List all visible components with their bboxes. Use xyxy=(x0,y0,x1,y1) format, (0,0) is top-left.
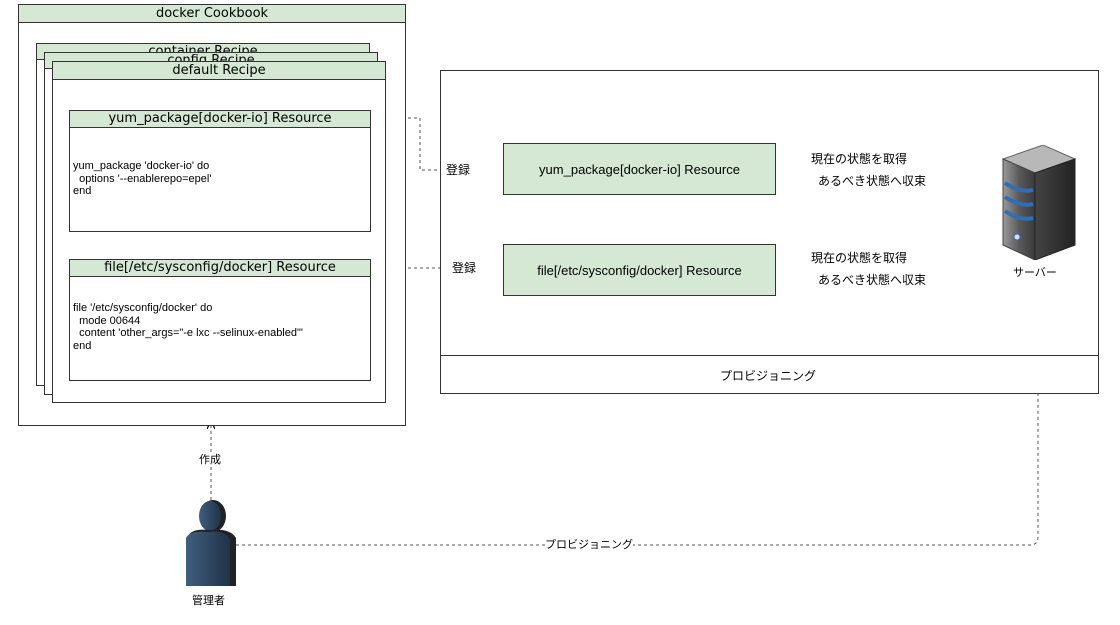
file-resource-node: file[/etc/sysconfig/docker] Resource xyxy=(503,244,776,296)
provisioning-divider xyxy=(440,355,1099,356)
create-label: 作成 xyxy=(199,453,221,467)
file-resource-box xyxy=(69,259,371,381)
yum-resource-box xyxy=(69,110,371,232)
provisioning-footer: プロビジョニング xyxy=(720,369,817,383)
file-resource-title: file[/etc/sysconfig/docker] Resource xyxy=(69,259,371,277)
server-icon xyxy=(1001,145,1077,260)
register-file-label: 登録 xyxy=(452,261,477,275)
yum-resource-node: yum_package[docker-io] Resource xyxy=(503,143,776,195)
register-yum-label: 登録 xyxy=(446,163,471,177)
yum-resource-code: yum_package 'docker-io' do options '--en… xyxy=(73,160,212,197)
get-state-yum-label: 現在の状態を取得 xyxy=(811,152,908,166)
admin-label: 管理者 xyxy=(192,594,225,607)
cookbook-title: docker Cookbook xyxy=(18,4,406,23)
person-icon xyxy=(186,500,236,586)
provisioning-container xyxy=(440,70,1099,394)
server-label: サーバー xyxy=(1013,266,1057,279)
provision-label: プロビジョニング xyxy=(545,538,633,552)
converge-file-label: あるべき状態へ収束 xyxy=(818,273,927,287)
provision-connector xyxy=(236,272,1038,546)
yum-resource-title: yum_package[docker-io] Resource xyxy=(69,110,371,128)
file-resource-code: file '/etc/sysconfig/docker' do mode 006… xyxy=(73,302,303,352)
default-recipe-title: default Recipe xyxy=(52,61,386,80)
get-state-file-label: 現在の状態を取得 xyxy=(811,251,908,265)
converge-yum-label: あるべき状態へ収束 xyxy=(818,174,927,188)
